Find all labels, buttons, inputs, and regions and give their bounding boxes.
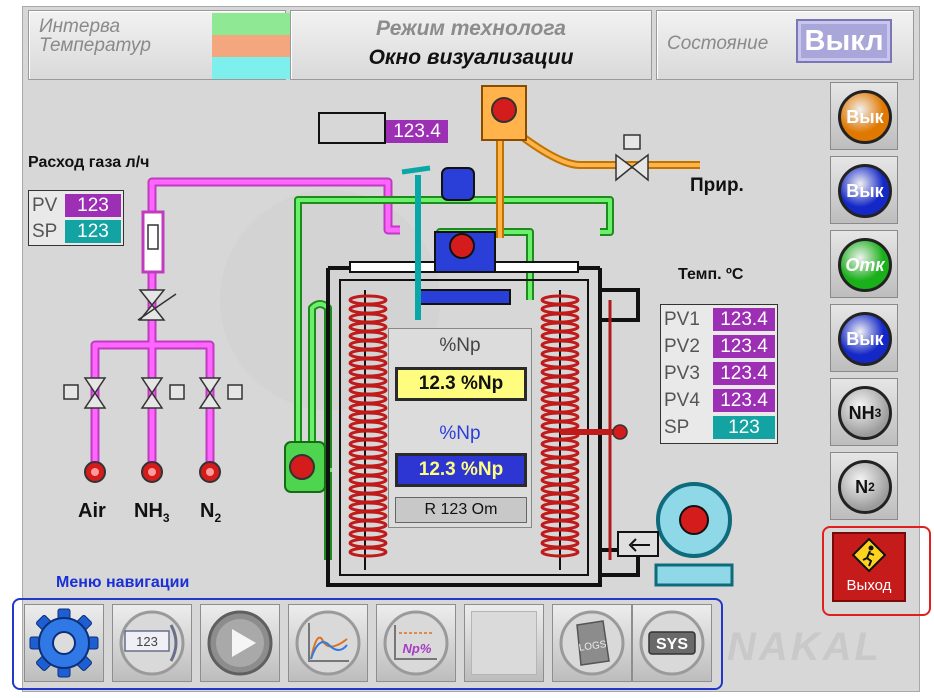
trend-nav-button[interactable]: [288, 604, 368, 682]
exit-button[interactable]: Выход: [832, 532, 906, 602]
nh3-valve[interactable]: [140, 377, 185, 409]
legend-line2: Температур: [39, 35, 151, 56]
np-chart-nav-button[interactable]: Np%: [376, 604, 456, 682]
sys-icon: SYS: [639, 610, 705, 676]
gas-control-valve[interactable]: [137, 289, 177, 321]
play-icon: [207, 610, 273, 676]
legend-panel: Интерва Температур: [28, 10, 296, 80]
gas-sp-value[interactable]: 123: [65, 220, 121, 243]
state-toggle-button[interactable]: Выкл: [796, 19, 892, 63]
temperature-label-pv4: PV4: [664, 390, 700, 411]
svg-text:SYS: SYS: [656, 636, 688, 653]
counter-nav-button[interactable]: 123: [112, 604, 192, 682]
legend-line1: Интерва: [39, 16, 121, 37]
green-open-button[interactable]: Отк: [830, 230, 898, 298]
orange-off-button-label: Вык: [838, 90, 892, 144]
blower-fan[interactable]: [617, 482, 734, 587]
blue-off-button-1[interactable]: Вык: [830, 156, 898, 224]
legend-swatch-1: [212, 13, 296, 35]
green-open-button-label: Отк: [838, 238, 892, 292]
running-person-icon: [851, 537, 887, 573]
brand-logo: NAKAL: [727, 625, 882, 669]
np-label-2: %Np: [439, 423, 481, 444]
np-display-1: 12.3 %Np: [395, 367, 527, 401]
temperature-label-sp: SP: [664, 417, 690, 438]
flowmeter: [141, 210, 165, 274]
nav-title: Меню навигации: [56, 574, 190, 591]
window-title: Окно визуализации: [368, 46, 574, 69]
blue-off-button-2-label: Вык: [838, 312, 892, 366]
temperature-value-pv1: 123.4: [713, 308, 775, 331]
exit-highlight-frame: [822, 526, 931, 616]
orange-off-button[interactable]: Вык: [830, 82, 898, 150]
svg-text:LOGS: LOGS: [578, 639, 607, 654]
np-display-2[interactable]: 12.3 %Np: [395, 453, 527, 487]
blue-off-button-1-label: Вык: [838, 164, 892, 218]
temperature-label-pv1: PV1: [664, 309, 700, 330]
legend-swatch-2: [212, 35, 296, 57]
svg-text:Np%: Np%: [403, 641, 432, 656]
logs-nav-button[interactable]: LOGS: [552, 604, 632, 682]
blue-off-button-2[interactable]: Вык: [830, 304, 898, 372]
counter-icon: 123: [119, 610, 185, 676]
mode-title: Режим технолога: [375, 17, 566, 40]
counter-icon-text: 123: [136, 634, 158, 649]
gear-icon: [29, 608, 99, 678]
nav-frame: [12, 598, 723, 690]
temperature-value-pv2: 123.4: [713, 335, 775, 358]
temperature-value-pv3: 123.4: [713, 362, 775, 385]
sys-nav-button[interactable]: SYS: [632, 604, 712, 682]
natural-gas-label: Прир.: [690, 175, 744, 196]
state-panel: Состояние Выкл: [656, 10, 914, 80]
top-value: 123.4: [386, 120, 448, 143]
title-panel: Режим технолога Окно визуализации: [290, 10, 652, 80]
temperature-title: Темп. ºС: [678, 266, 744, 283]
trend-icon: [295, 610, 361, 676]
logs-icon: LOGS: [559, 610, 625, 676]
np-label-1: %Np: [439, 335, 481, 356]
state-label: Состояние: [667, 33, 769, 54]
air-label: Air: [78, 500, 106, 522]
gas-flow-title: Расход газа л/ч: [28, 154, 150, 171]
natural-gas-valve[interactable]: [615, 134, 649, 182]
empty-nav-slot: [464, 604, 544, 682]
temperature-value-pv4: 123.4: [713, 389, 775, 412]
air-valve[interactable]: [63, 377, 107, 409]
temperature-value-sp[interactable]: 123: [713, 416, 775, 439]
nh3-label: NH3: [134, 500, 170, 525]
temperature-label-pv2: PV2: [664, 336, 700, 357]
gas-sp-label: SP: [32, 221, 58, 242]
np-panel: %Np 12.3 %Np %Np 12.3 %Np R 123 Om: [388, 328, 532, 528]
np-chart-icon: Np%: [383, 610, 449, 676]
n2-label: N2: [200, 500, 222, 525]
gas-pv-value: 123: [65, 194, 121, 217]
indicator-box: [318, 112, 386, 144]
resistance-display: R 123 Om: [395, 497, 527, 523]
stirrer-motor[interactable]: [419, 167, 511, 305]
gas-flow-table: PV 123 SP 123: [28, 190, 124, 246]
settings-nav-button[interactable]: [24, 604, 104, 682]
temperature-label-pv3: PV3: [664, 363, 700, 384]
exit-label: Выход: [846, 577, 892, 594]
play-nav-button[interactable]: [200, 604, 280, 682]
heater-coil-left: [348, 294, 388, 558]
legend-swatch-3: [212, 57, 296, 79]
n2-valve[interactable]: [198, 377, 243, 409]
gas-pv-label: PV: [32, 195, 58, 216]
